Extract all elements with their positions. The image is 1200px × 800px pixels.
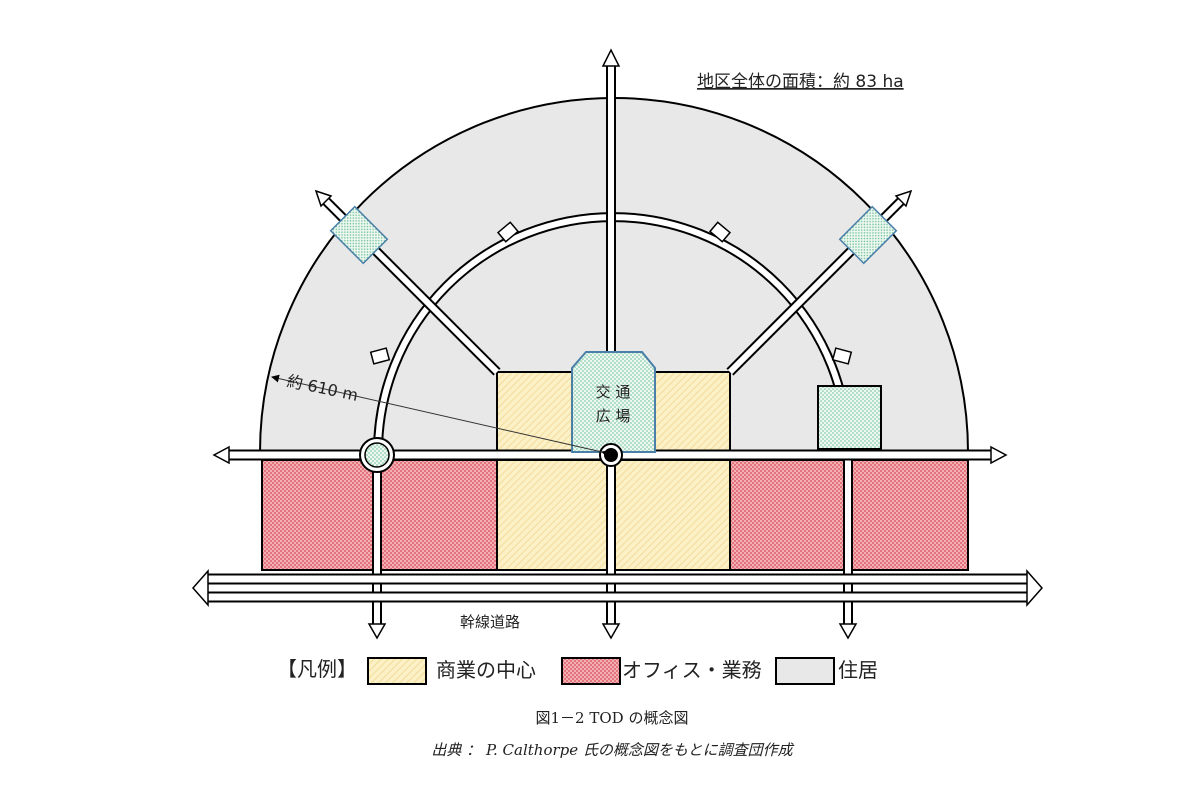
legend-label-commercial: 商業の中心 bbox=[436, 658, 536, 682]
plaza-label-line2: 広 場 bbox=[596, 407, 631, 425]
facility-ne bbox=[838, 205, 898, 265]
vertical-roads bbox=[367, 48, 858, 640]
neighborhood-centers bbox=[329, 205, 898, 450]
plaza-label-line1: 交 通 bbox=[596, 383, 631, 401]
transit-plaza bbox=[571, 351, 656, 453]
legend-swatch-office bbox=[561, 657, 621, 685]
trunk-road-label: 幹線道路 bbox=[460, 613, 520, 631]
legend-swatch-residential bbox=[775, 657, 835, 685]
legend-title: 【凡例】 bbox=[277, 657, 357, 681]
radius-arrow bbox=[271, 374, 610, 458]
trunk-road bbox=[191, 569, 1044, 607]
ring-crossings bbox=[369, 221, 853, 365]
facility-nw bbox=[329, 205, 389, 265]
figure-source: 出典 ： P. Calthorpe 氏の概念図をもとに調査団作成 bbox=[431, 741, 794, 759]
figure-caption: 図1－2 TOD の概念図 bbox=[536, 709, 689, 727]
legend-label-office: オフィス・業務 bbox=[622, 658, 762, 682]
area-label: 地区全体の面積：約 83 ha bbox=[697, 72, 904, 92]
facility-east bbox=[817, 385, 882, 450]
legend-label-residential: 住居 bbox=[838, 658, 878, 682]
legend-swatch-commercial bbox=[367, 657, 427, 685]
legend: 【凡例】 商業の中心 オフィス・業務 住居 bbox=[277, 657, 878, 685]
